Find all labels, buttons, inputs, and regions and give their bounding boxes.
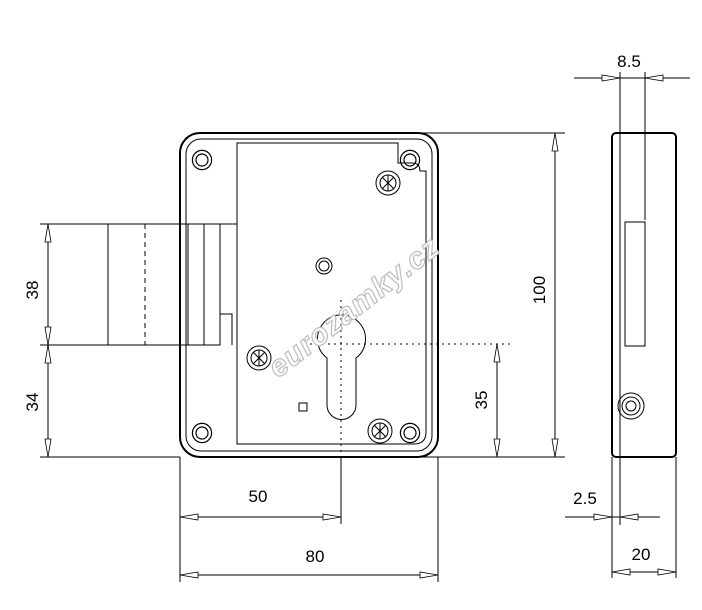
screw-hole-center <box>315 257 333 275</box>
dim-side-plate: 2.5 <box>573 489 597 508</box>
mechanism-plate <box>236 142 427 445</box>
dim-keyhole-height: 35 <box>472 391 491 410</box>
dim-overall-width: 80 <box>306 547 325 566</box>
dim-side-depth: 20 <box>632 545 651 564</box>
screw-hole-top-right <box>399 149 421 171</box>
bolt <box>107 223 237 346</box>
screw-hole-top-left <box>191 149 213 171</box>
dim-keyhole-offset: 50 <box>249 487 268 506</box>
front-view <box>107 132 510 470</box>
side-bolt-slot <box>624 221 646 347</box>
phillips-screw-bottom <box>367 418 393 444</box>
phillips-screw-top <box>375 170 401 196</box>
dim-side-top: 8.5 <box>617 52 641 71</box>
dimensions: 80 50 100 35 38 34 8. <box>23 52 690 582</box>
lock-case-inner <box>185 138 433 452</box>
side-screw <box>617 392 645 420</box>
phillips-screw-left <box>246 345 272 371</box>
dim-overall-height: 100 <box>530 276 549 304</box>
screw-hole-bottom-left <box>191 422 213 444</box>
dim-bolt-offset: 34 <box>23 393 42 412</box>
dim-bolt-height: 38 <box>23 281 42 300</box>
side-view <box>611 132 677 458</box>
lock-case-outer <box>179 132 439 458</box>
small-square-mark <box>298 402 308 412</box>
side-body <box>611 132 677 458</box>
watermark-logo: eurozamky.cz <box>262 231 446 385</box>
keyhole <box>317 314 366 420</box>
screw-hole-bottom-right <box>399 422 421 444</box>
